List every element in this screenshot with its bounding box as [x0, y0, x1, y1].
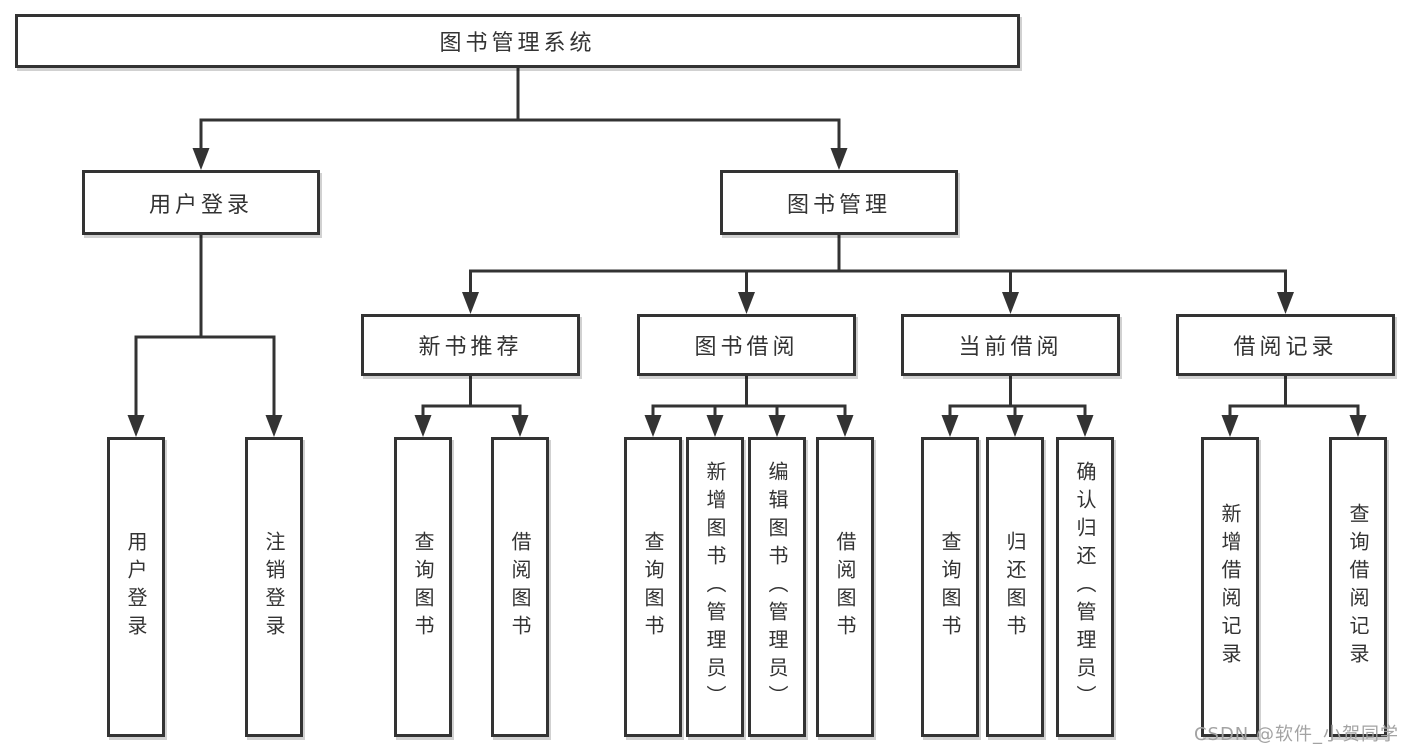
node-book-borrow: 图书借阅: [637, 314, 856, 376]
leaf-borrow-add-book-admin-label: 新增图书（管理员）: [703, 461, 727, 713]
leaf-current-query-book: 查询图书: [921, 437, 979, 737]
node-current-borrow: 当前借阅: [901, 314, 1120, 376]
leaf-current-confirm-return-admin-label: 确认归还（管理员）: [1073, 461, 1097, 713]
node-new-book-recommend-label: 新书推荐: [418, 335, 523, 360]
leaf-borrow-add-book-admin: 新增图书（管理员）: [686, 437, 744, 737]
node-current-borrow-label: 当前借阅: [958, 335, 1063, 360]
leaf-current-confirm-return-admin: 确认归还（管理员）: [1056, 437, 1114, 737]
leaf-borrow-query-book: 查询图书: [624, 437, 682, 737]
leaf-records-add-record-label: 新增借阅记录: [1218, 503, 1242, 671]
node-new-book-recommend: 新书推荐: [361, 314, 580, 376]
leaf-user-login-label: 用户登录: [124, 531, 148, 643]
leaf-records-add-record: 新增借阅记录: [1201, 437, 1259, 737]
leaf-recommend-borrow-book-label: 借阅图书: [508, 531, 532, 643]
leaf-user-login: 用户登录: [107, 437, 165, 737]
leaf-current-query-book-label: 查询图书: [938, 531, 962, 643]
leaf-borrow-borrow-book-label: 借阅图书: [833, 531, 857, 643]
leaf-borrow-edit-book-admin-label: 编辑图书（管理员）: [765, 461, 789, 713]
watermark: CSDN @软件_小贺同学: [1193, 724, 1399, 745]
leaf-recommend-query-book-label: 查询图书: [411, 531, 435, 643]
leaf-borrow-edit-book-admin: 编辑图书（管理员）: [748, 437, 806, 737]
node-book-mgmt-label: 图书管理: [786, 192, 891, 218]
leaf-current-return-book-label: 归还图书: [1003, 531, 1027, 643]
leaf-current-return-book: 归还图书: [986, 437, 1044, 737]
leaf-recommend-query-book: 查询图书: [394, 437, 452, 737]
leaf-borrow-borrow-book: 借阅图书: [816, 437, 874, 737]
node-user-login: 用户登录: [82, 170, 320, 235]
node-root: 图书管理系统: [15, 14, 1020, 68]
node-book-borrow-label: 图书借阅: [694, 335, 799, 360]
leaf-records-query-record-label: 查询借阅记录: [1346, 503, 1370, 671]
node-user-login-label: 用户登录: [148, 192, 253, 218]
leaf-recommend-borrow-book: 借阅图书: [491, 437, 549, 737]
leaf-logout-label: 注销登录: [262, 531, 286, 643]
leaf-borrow-query-book-label: 查询图书: [641, 531, 665, 643]
node-borrow-records: 借阅记录: [1176, 314, 1395, 376]
node-root-label: 图书管理系统: [439, 31, 596, 56]
node-book-mgmt: 图书管理: [720, 170, 958, 235]
leaf-logout: 注销登录: [245, 437, 303, 737]
node-borrow-records-label: 借阅记录: [1233, 335, 1338, 360]
leaf-records-query-record: 查询借阅记录: [1329, 437, 1387, 737]
